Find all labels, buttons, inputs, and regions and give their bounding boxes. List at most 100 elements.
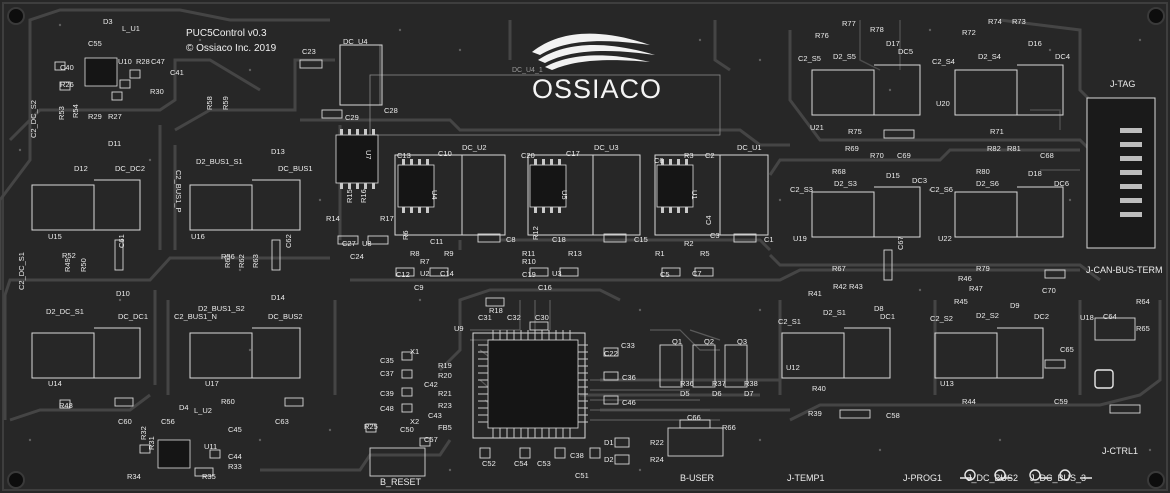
- designator-r33: R33: [228, 462, 242, 471]
- designator-c5: C5: [660, 270, 670, 279]
- designator-c68: C68: [1040, 151, 1054, 160]
- designator-u15: U15: [48, 232, 62, 241]
- designator-c14: C14: [440, 269, 454, 278]
- designator-r7: R7: [420, 257, 430, 266]
- designator-dc4: DC4: [1055, 52, 1071, 61]
- designator-c2-bus1-p: C2_BUS1_P: [174, 170, 183, 213]
- designator-dc6: DC6: [1054, 179, 1070, 188]
- designator-r6: R6: [401, 230, 410, 240]
- designator-r79: R79: [976, 264, 990, 273]
- designator-c63: C63: [275, 417, 289, 426]
- designator-r11: R11: [522, 249, 536, 258]
- designator-c17: C17: [566, 149, 580, 158]
- designator-c3: C3: [710, 231, 720, 240]
- user-button[interactable]: B-USER: [680, 473, 715, 483]
- designator-q1: Q1: [672, 337, 683, 346]
- designator-u12: U12: [786, 363, 800, 372]
- designator-c10: C10: [438, 149, 452, 158]
- designator-d1: D1: [604, 438, 614, 447]
- designator-r31: R31: [147, 436, 156, 450]
- designator-c15: C15: [634, 235, 648, 244]
- brand-name: OSSIACO: [532, 74, 663, 104]
- designator-d2-s1: D2_S1: [823, 308, 846, 317]
- mounting-hole-top-left: [7, 7, 25, 25]
- designator-c41: C41: [170, 68, 184, 77]
- designator-c16: C16: [538, 283, 552, 292]
- designator-r19: R19: [438, 361, 452, 370]
- designator-c36: C36: [622, 373, 636, 382]
- designator-u14: U14: [48, 379, 62, 388]
- designator-l-u2: L_U2: [194, 406, 212, 415]
- designator-l-u1: L_U1: [122, 24, 140, 33]
- designator-r76: R76: [815, 31, 829, 40]
- designator-c46: C46: [622, 398, 636, 407]
- designator-r82: R82: [987, 144, 1001, 153]
- designator-c18: C18: [552, 235, 566, 244]
- designator-d8: D8: [874, 304, 884, 313]
- designator-d17: D17: [886, 39, 900, 48]
- designator-r59: R59: [221, 96, 230, 110]
- designator-r72: R72: [962, 28, 976, 37]
- designator-r27: R27: [108, 112, 122, 121]
- designator-r28: R28: [136, 57, 150, 66]
- designator-d2-s5: D2_S5: [833, 52, 856, 61]
- designator-r77: R77: [842, 19, 856, 28]
- designator-c35: C35: [380, 356, 394, 365]
- designator-r49: R49: [63, 258, 72, 272]
- designator-c59: C59: [1054, 397, 1068, 406]
- designator-r47: R47: [969, 284, 983, 293]
- designator-q2: Q2: [704, 337, 715, 346]
- designator-c24: C24: [350, 252, 364, 261]
- designator-dc-u3: DC_U3: [594, 143, 619, 152]
- designator-u4: U4: [430, 190, 439, 200]
- designator-c51: C51: [575, 471, 589, 480]
- designator-r30: R30: [150, 87, 164, 96]
- designator-r2: R2: [684, 239, 694, 248]
- designator-r73: R73: [1012, 17, 1026, 26]
- designator-r78: R78: [870, 25, 884, 34]
- designator-c45: C45: [228, 425, 242, 434]
- designator-u20: U20: [936, 99, 950, 108]
- designator-c62: C62: [284, 234, 293, 248]
- designator-d2-bus1-s2: D2_BUS1_S2: [198, 304, 245, 313]
- designator-c64: C64: [1103, 312, 1117, 321]
- designator-r67: R67: [832, 264, 846, 273]
- mounting-hole-top-right: [1147, 7, 1165, 25]
- designator-u22: U22: [938, 234, 952, 243]
- designator-r36: R36: [680, 379, 694, 388]
- designator-d6: D6: [712, 389, 722, 398]
- designator-c9: C9: [414, 283, 424, 292]
- designator-fb5: FB5: [438, 423, 452, 432]
- designator-r61: R61: [223, 254, 232, 268]
- designator-c2-s3: C2_S3: [790, 185, 813, 194]
- reset-button[interactable]: B_RESET: [380, 477, 422, 487]
- designator-u19: U19: [793, 234, 807, 243]
- designator-c29: C29: [345, 113, 359, 122]
- designator-dc1: DC1: [880, 312, 896, 321]
- designator-c2-s2: C2_S2: [930, 314, 953, 323]
- designator-c6: C6: [654, 156, 664, 165]
- designator-r20: R20: [438, 371, 452, 380]
- designator-r8: R8: [410, 249, 420, 258]
- designator-r46: R46: [958, 274, 972, 283]
- designator-c53: C53: [537, 459, 551, 468]
- designator-c23: C23: [302, 47, 316, 56]
- designator-c12: C12: [396, 270, 410, 279]
- designator-r80: R80: [976, 167, 990, 176]
- designator-d3: D3: [103, 17, 113, 26]
- copyright-notice: © Ossiaco Inc. 2019: [186, 43, 277, 54]
- designator-d15: D15: [886, 171, 900, 180]
- designator-c33: C33: [621, 341, 635, 350]
- designator-u17: U17: [205, 379, 219, 388]
- designator-c2-s1: C2_S1: [778, 317, 801, 326]
- designator-d7: D7: [744, 389, 754, 398]
- designator-dc-u2: DC_U2: [462, 143, 487, 152]
- header-dc-bus2: J_DC_BUS2: [967, 473, 1019, 483]
- designator-dc3: DC3: [912, 176, 928, 185]
- designator-c2-s6: C2_S6: [930, 185, 953, 194]
- designator-c8: C8: [506, 235, 516, 244]
- designator-r81: R81: [1007, 144, 1021, 153]
- designator-c30: C30: [535, 313, 549, 322]
- designator-c54: C54: [514, 459, 528, 468]
- designator-c50: C50: [400, 425, 414, 434]
